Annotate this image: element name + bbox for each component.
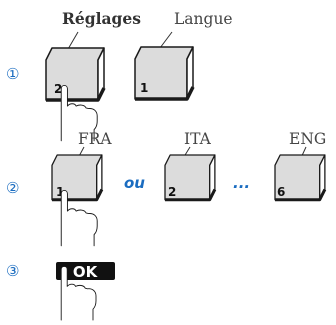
separator-ou: ou (124, 174, 145, 192)
key-digit-1-fra: 1 (56, 185, 64, 199)
step-number-2: ② (6, 179, 19, 197)
key-label-eng: ENG (289, 130, 326, 148)
key-digit-2-ita: 2 (168, 185, 176, 199)
ok-button (56, 262, 115, 280)
key-label-fra: FRA (78, 130, 112, 148)
key-digit-2: 2 (54, 82, 62, 96)
key-label-langue: Langue (174, 10, 233, 28)
key-digit-6-eng: 6 (277, 185, 285, 199)
separator-ellipsis: ... (233, 174, 250, 192)
key-label-ita: ITA (184, 130, 212, 148)
key-digit-1: 1 (140, 81, 148, 95)
ok-button-label: OK (73, 263, 99, 281)
step-number-1: ① (6, 65, 19, 83)
key-label-reglages: Réglages (62, 9, 141, 28)
step-number-3: ③ (6, 262, 19, 280)
